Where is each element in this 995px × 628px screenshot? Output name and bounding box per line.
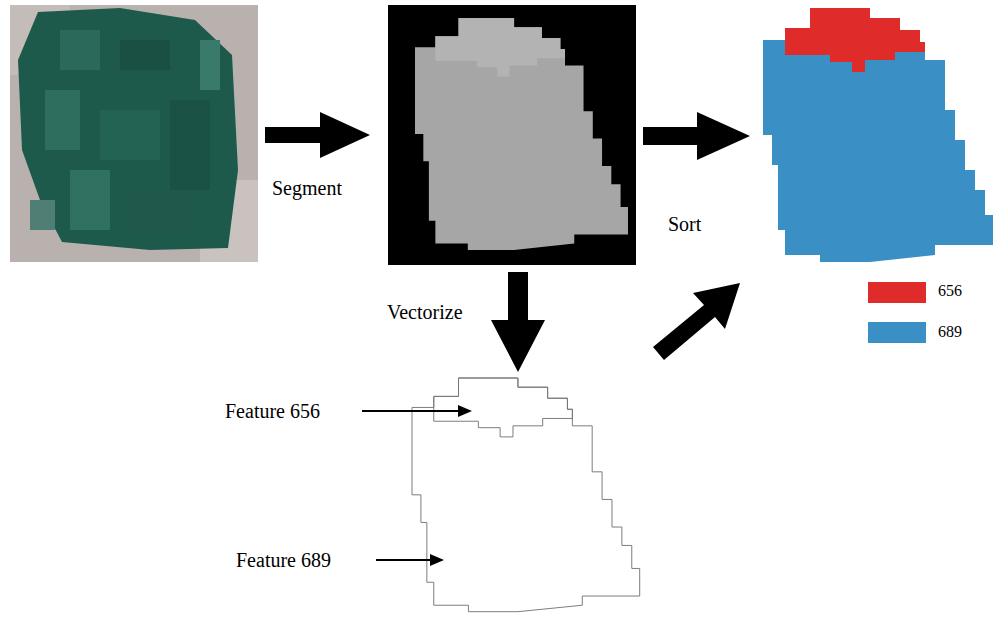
arrow: [653, 283, 740, 360]
segment-image: [388, 5, 636, 265]
arrowhead: [430, 554, 444, 566]
sorted-image: [763, 8, 993, 262]
legend-text: 656: [938, 281, 962, 300]
legend-swatch: [868, 322, 926, 343]
legend-text: 689: [938, 322, 962, 341]
feature-label: Feature 689: [236, 548, 331, 572]
legend-swatch: [868, 282, 926, 303]
leader-line: [362, 410, 460, 412]
satellite-image: [10, 5, 258, 262]
vector-outline: [412, 378, 640, 612]
feature-label: Feature 656: [225, 399, 320, 423]
arrow: [643, 112, 750, 160]
arrow: [265, 112, 370, 158]
step-label: Vectorize: [387, 300, 463, 324]
arrowhead: [458, 405, 472, 417]
arrow: [491, 272, 545, 372]
step-label: Sort: [668, 212, 701, 236]
leader-line: [376, 559, 432, 561]
step-label: Segment: [272, 176, 342, 200]
